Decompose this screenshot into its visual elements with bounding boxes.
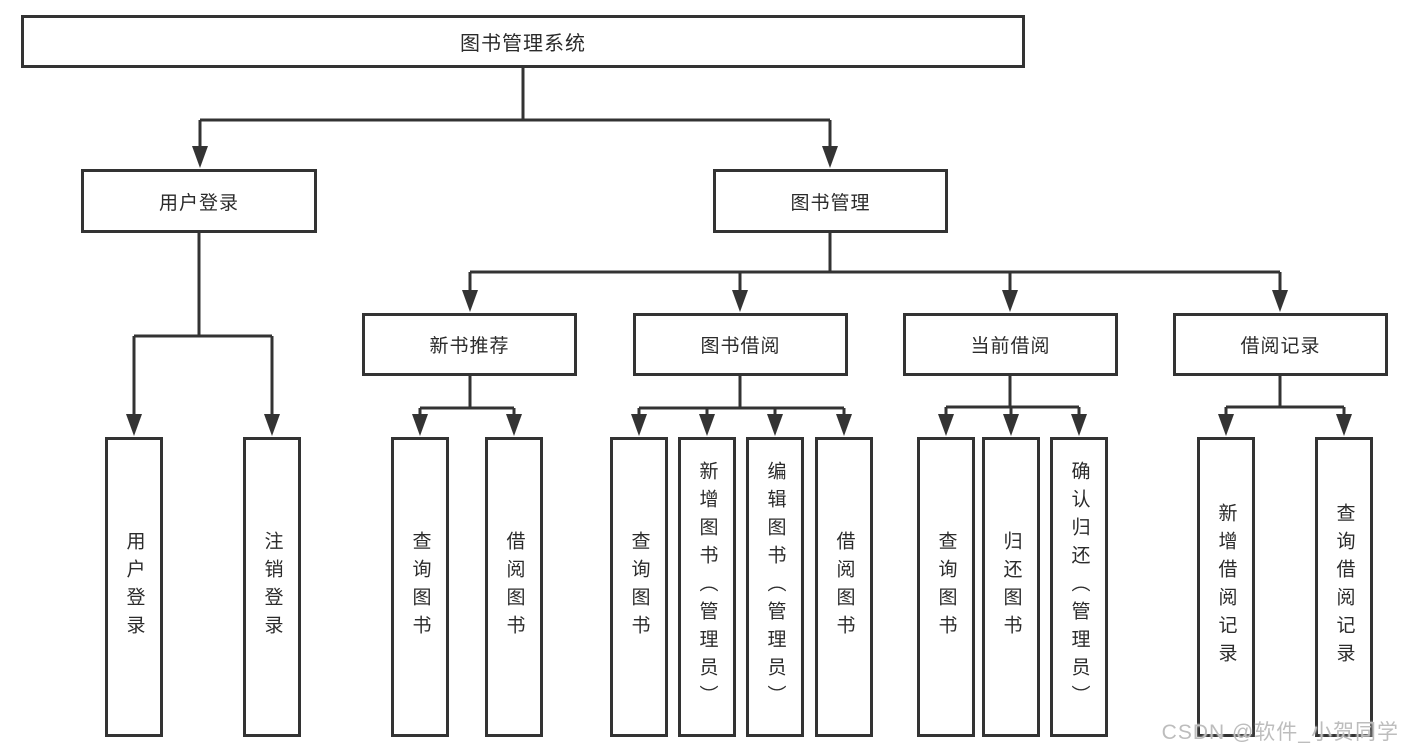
node-book-management: 图书管理 (713, 169, 948, 233)
leaf-add-book-admin: 新增图书（管理员） (678, 437, 736, 737)
leaf-edit-book-admin-label: 编辑图书（管理员） (764, 461, 786, 713)
leaf-add-borrow-record: 新增借阅记录 (1197, 437, 1255, 737)
leaf-query-books-1-label: 查询图书 (409, 531, 431, 643)
leaf-user-login-label: 用户登录 (123, 531, 145, 643)
connector-currentborrow-to-leaves (944, 376, 1081, 418)
leaf-confirm-return-admin: 确认归还（管理员） (1050, 437, 1108, 737)
leaf-add-borrow-record-label: 新增借阅记录 (1215, 503, 1237, 671)
leaf-query-books-3: 查询图书 (917, 437, 975, 737)
node-book-borrow: 图书借阅 (633, 313, 848, 376)
connector-bookborrow-to-leaves (637, 376, 846, 418)
leaf-borrow-books-1: 借阅图书 (485, 437, 543, 737)
leaf-query-books-2-label: 查询图书 (628, 531, 650, 643)
arrowheads (126, 146, 1352, 436)
leaf-query-borrow-record: 查询借阅记录 (1315, 437, 1373, 737)
leaf-borrow-books-2: 借阅图书 (815, 437, 873, 737)
leaf-return-books-label: 归还图书 (1000, 531, 1022, 643)
connector-root-to-l2 (198, 68, 832, 150)
connector-borrowrecords-to-leaves (1224, 376, 1346, 418)
leaf-query-books-3-label: 查询图书 (935, 531, 957, 643)
node-borrow-records: 借阅记录 (1173, 313, 1388, 376)
leaf-confirm-return-admin-label: 确认归还（管理员） (1068, 461, 1090, 713)
node-user-login: 用户登录 (81, 169, 317, 233)
connector-newbook-to-leaves (418, 376, 516, 418)
csdn-watermark: CSDN @软件_小贺同学 (1161, 721, 1399, 744)
leaf-add-book-admin-label: 新增图书（管理员） (696, 461, 718, 713)
node-library-management-system: 图书管理系统 (21, 15, 1025, 68)
leaf-logout-label: 注销登录 (261, 531, 283, 643)
node-new-book-recommend: 新书推荐 (362, 313, 577, 376)
leaf-edit-book-admin: 编辑图书（管理员） (746, 437, 804, 737)
leaf-logout: 注销登录 (243, 437, 301, 737)
leaf-query-books-1: 查询图书 (391, 437, 449, 737)
connector-userlogin-to-leaves (132, 233, 274, 418)
leaf-query-borrow-record-label: 查询借阅记录 (1333, 503, 1355, 671)
leaf-user-login: 用户登录 (105, 437, 163, 737)
node-current-borrow: 当前借阅 (903, 313, 1118, 376)
connector-bookmgmt-to-l3 (468, 233, 1282, 294)
leaf-borrow-books-1-label: 借阅图书 (503, 531, 525, 643)
leaf-return-books: 归还图书 (982, 437, 1040, 737)
leaf-borrow-books-2-label: 借阅图书 (833, 531, 855, 643)
leaf-query-books-2: 查询图书 (610, 437, 668, 737)
